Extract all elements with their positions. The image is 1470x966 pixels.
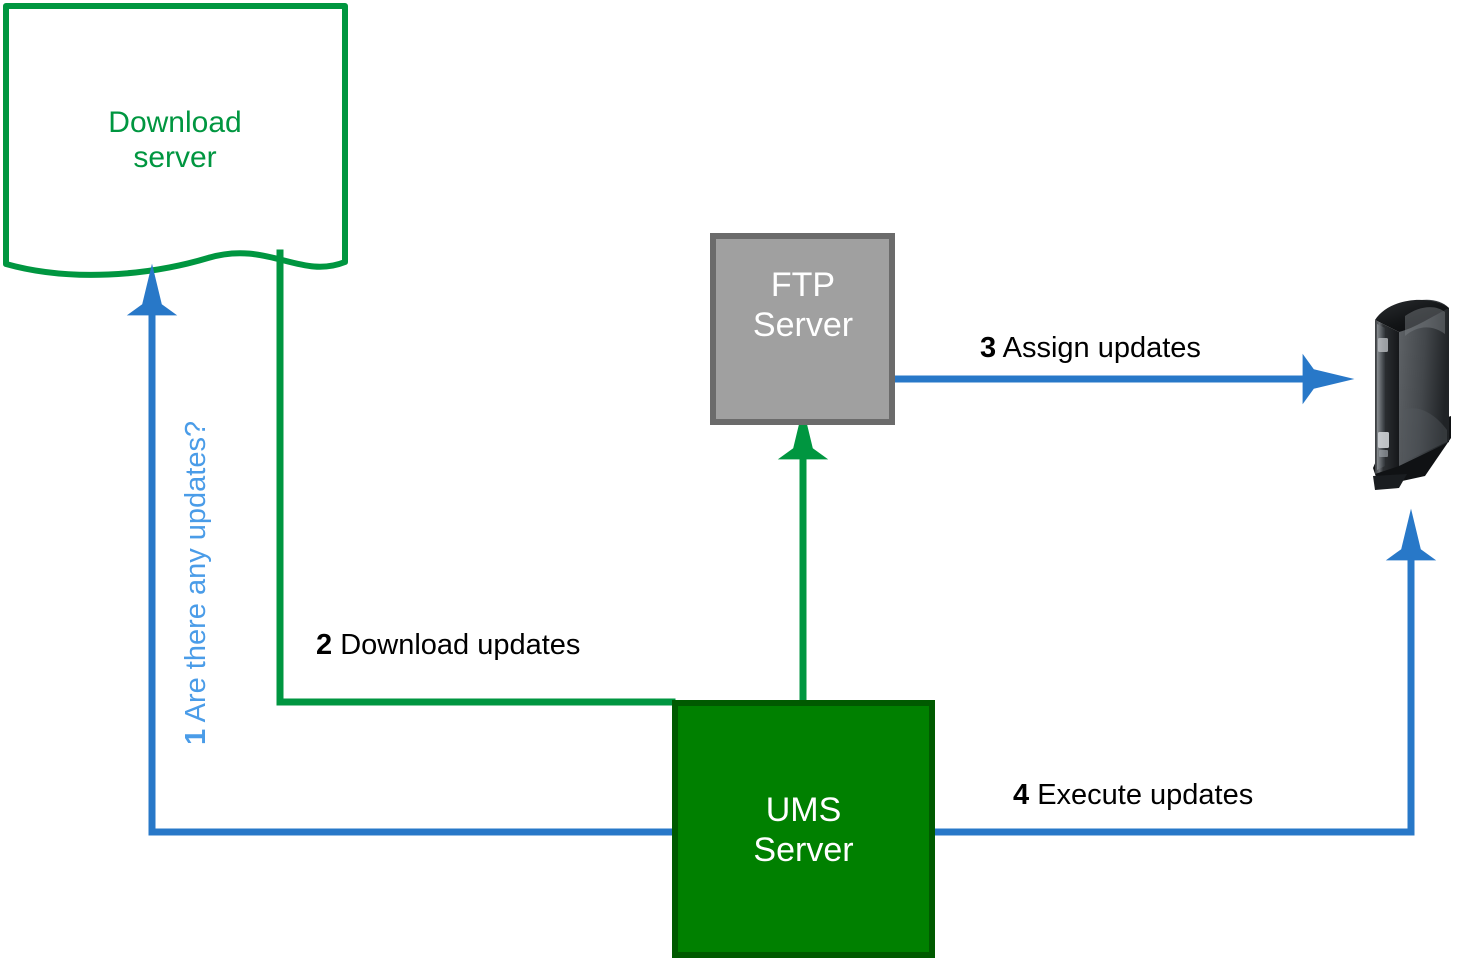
ftp-server-box [710,233,895,425]
ums-server-box [672,700,935,958]
download-server-shape [3,3,348,278]
edge-are-there-updates-line [126,263,672,836]
thin-client-device-icon [1373,299,1451,490]
edge-download-updates-line [276,249,676,706]
edge-execute-updates-line [935,508,1437,836]
